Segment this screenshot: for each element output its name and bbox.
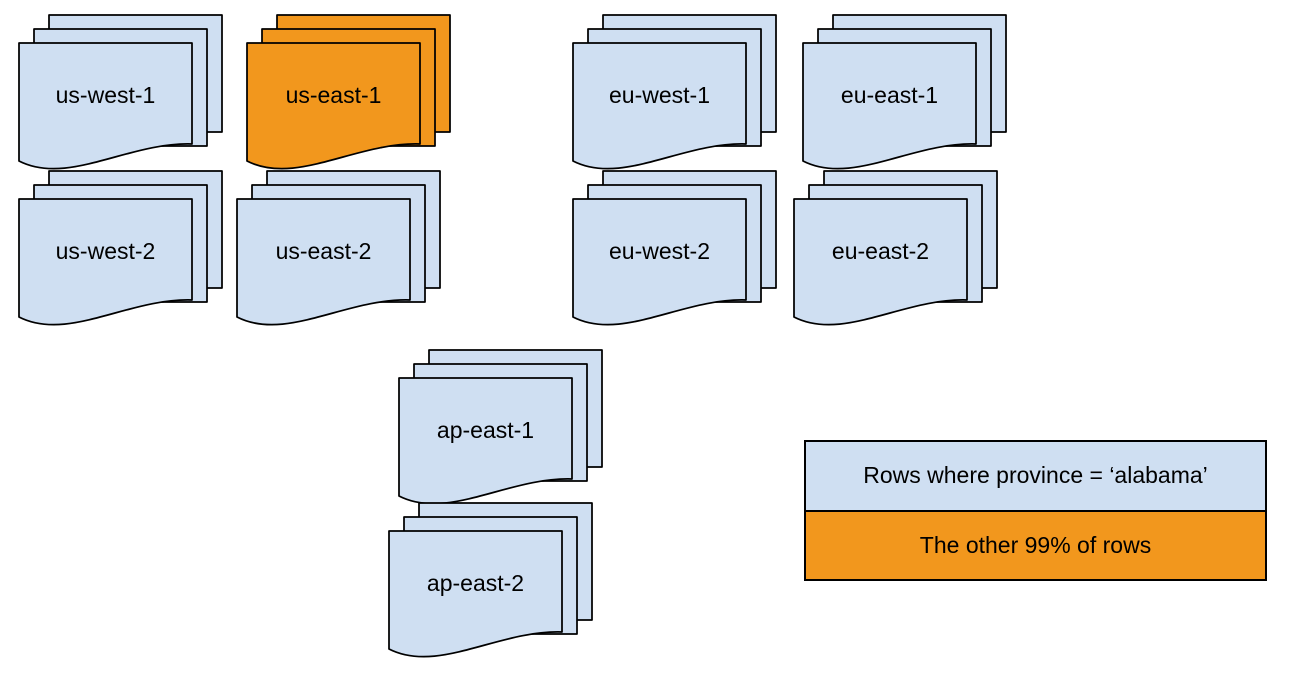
multi-document-shape-icon bbox=[802, 14, 1007, 170]
multi-document-shape-icon bbox=[572, 14, 777, 170]
doc-stack-ap-east-1: ap-east-1 bbox=[398, 349, 604, 507]
multi-document-shape-icon bbox=[398, 349, 603, 505]
multi-document-shape-icon bbox=[388, 502, 593, 658]
doc-stack-eu-west-1: eu-west-1 bbox=[572, 14, 778, 172]
multi-document-shape-icon bbox=[793, 170, 998, 326]
multi-document-shape-icon bbox=[18, 14, 223, 170]
doc-stack-eu-east-1: eu-east-1 bbox=[802, 14, 1008, 172]
doc-stack-eu-east-2: eu-east-2 bbox=[793, 170, 999, 328]
multi-document-shape-icon bbox=[572, 170, 777, 326]
doc-stack-us-east-2: us-east-2 bbox=[236, 170, 442, 328]
region-label: eu-east-2 bbox=[831, 238, 930, 264]
region-label: ap-east-1 bbox=[436, 417, 535, 443]
region-label: us-west-1 bbox=[55, 82, 156, 108]
legend-row-alabama-label: Rows where province = ‘alabama’ bbox=[863, 462, 1208, 489]
legend: Rows where province = ‘alabama’ The othe… bbox=[804, 440, 1267, 581]
legend-row-other-label: The other 99% of rows bbox=[919, 531, 1152, 558]
legend-row-other: The other 99% of rows bbox=[806, 509, 1265, 579]
multi-document-shape-icon bbox=[236, 170, 441, 326]
region-label: eu-east-1 bbox=[840, 82, 939, 108]
region-label: eu-west-2 bbox=[609, 238, 710, 264]
region-label: us-east-2 bbox=[275, 238, 372, 264]
doc-stack-us-east-1: us-east-1 bbox=[246, 14, 452, 172]
region-label: us-west-2 bbox=[55, 238, 156, 264]
legend-row-alabama: Rows where province = ‘alabama’ bbox=[806, 442, 1265, 510]
region-label: ap-east-2 bbox=[426, 570, 525, 596]
region-label: eu-west-1 bbox=[609, 82, 710, 108]
doc-stack-ap-east-2: ap-east-2 bbox=[388, 502, 594, 660]
doc-stack-eu-west-2: eu-west-2 bbox=[572, 170, 778, 328]
multi-document-shape-icon bbox=[246, 14, 451, 170]
region-label: us-east-1 bbox=[285, 82, 382, 108]
doc-stack-us-west-1: us-west-1 bbox=[18, 14, 224, 172]
multi-document-shape-icon bbox=[18, 170, 223, 326]
doc-stack-us-west-2: us-west-2 bbox=[18, 170, 224, 328]
